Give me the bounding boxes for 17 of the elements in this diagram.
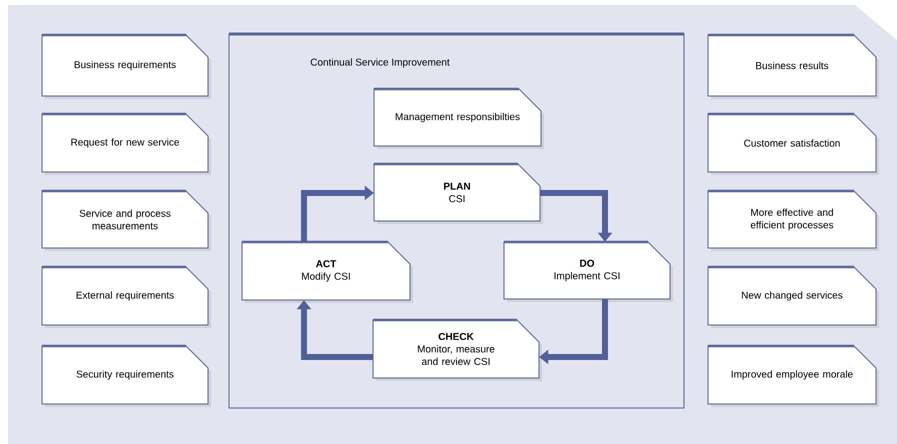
document-box: Improved employee morale (708, 344, 879, 407)
document-box: Security requirements (42, 344, 211, 407)
document-box: More effective and efficient processes (708, 190, 879, 251)
document-box: External requirements (42, 266, 211, 328)
document-box: Business results (708, 34, 879, 99)
document-box: Business requirements (42, 34, 211, 99)
stage-box: DO Implement CSI (504, 240, 673, 302)
document-box: Customer satisfaction (708, 112, 879, 175)
frame-box (228, 32, 684, 408)
stage-box: CHECK Monitor, measure and review CSI (372, 318, 542, 381)
frame-title: Continual Service Improvement (310, 58, 450, 68)
document-box: Service and process measurements (42, 190, 211, 251)
stage-box: PLAN CSI (374, 162, 543, 224)
document-box: New changed services (708, 266, 879, 328)
stage-box: Management responsibilties (374, 88, 544, 149)
stage-box: ACT Modify CSI (242, 240, 413, 303)
document-box: Request for new service (42, 112, 211, 175)
